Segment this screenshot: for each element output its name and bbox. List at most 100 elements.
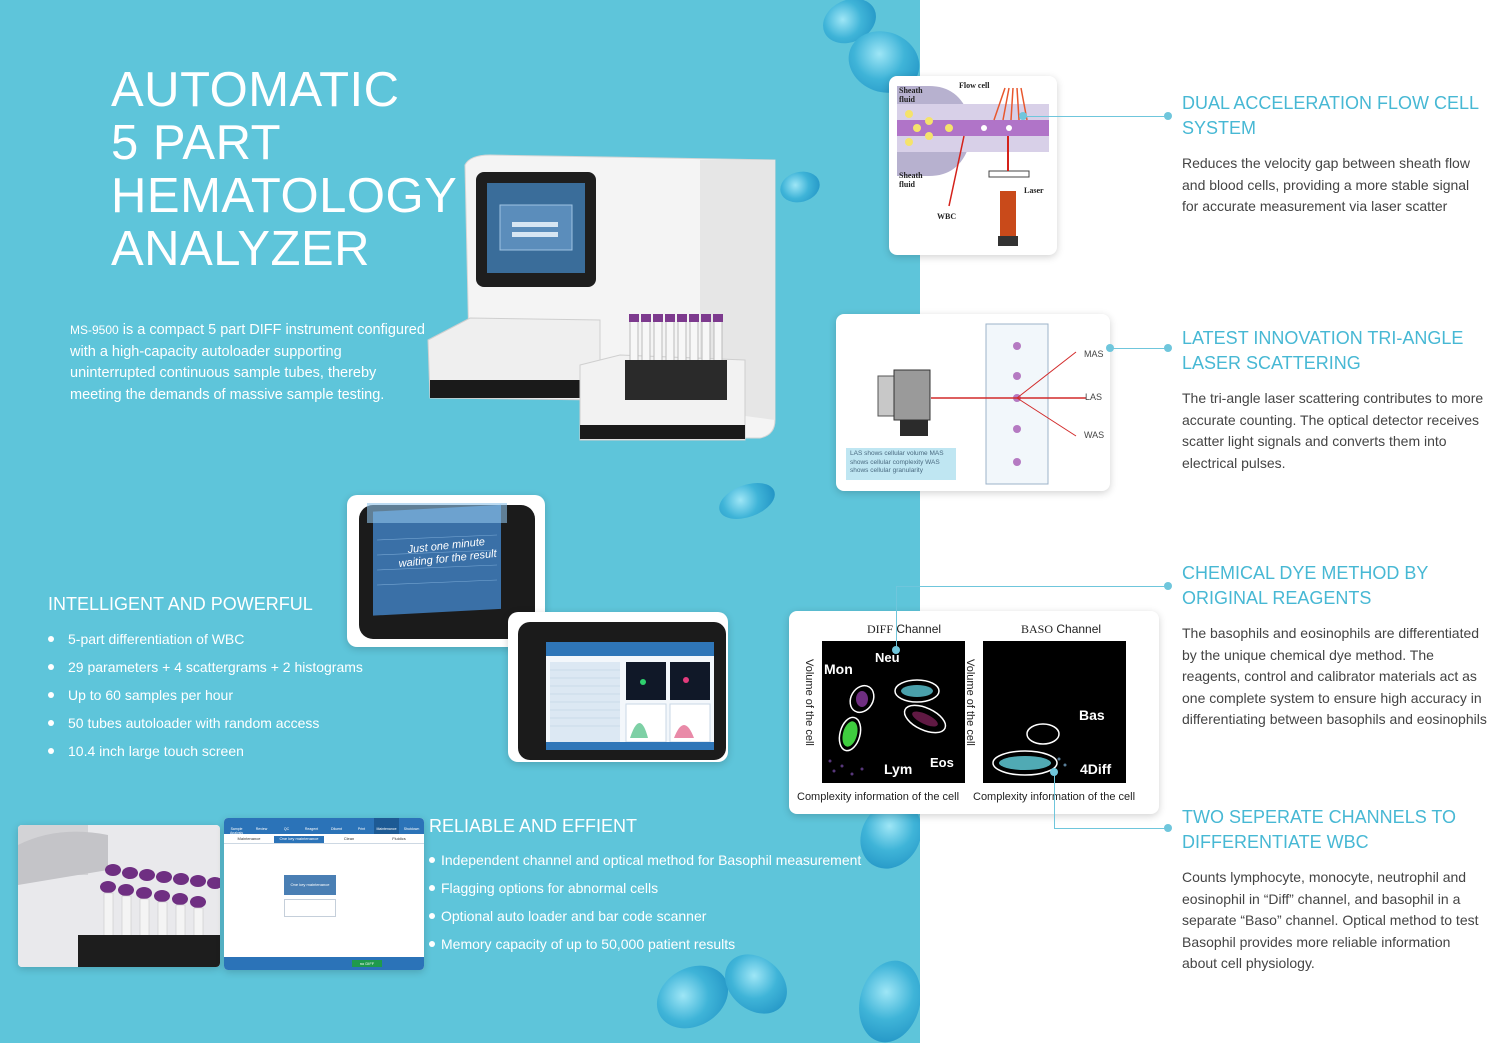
label-line: Sheath bbox=[899, 86, 923, 95]
toolbar-item[interactable]: Print bbox=[357, 827, 366, 831]
label-mas: MAS bbox=[1084, 349, 1104, 359]
list-item: 50 tubes autoloader with random access bbox=[48, 714, 363, 742]
connector-dot bbox=[1164, 344, 1172, 352]
list-item: Optional auto loader and bar code scanne… bbox=[429, 907, 861, 935]
list-item: Flagging options for abnormal cells bbox=[429, 879, 861, 907]
diff-title-word: DIFF bbox=[867, 622, 894, 636]
laser-caption: LAS shows cellular volume MAS shows cell… bbox=[846, 448, 956, 480]
connector-line bbox=[1023, 116, 1168, 117]
label-las: LAS bbox=[1085, 392, 1103, 402]
tube-rack-photo bbox=[18, 825, 220, 967]
feature-body-two-channels: Counts lymphocyte, monocyte, neutrophil … bbox=[1182, 869, 1479, 972]
label-mon: Mon bbox=[824, 661, 853, 677]
intelligent-section-title: INTELLIGENT AND POWERFUL bbox=[48, 594, 313, 614]
toolbar-item[interactable]: Reagent bbox=[304, 827, 319, 831]
baso-title-word: BASO bbox=[1021, 622, 1054, 636]
caption-line: LAS shows cellular volume MAS bbox=[850, 450, 944, 457]
diff-y-axis-label: Volume of the cell bbox=[803, 659, 815, 746]
intro-text: MS-9500 is a compact 5 part DIFF instrum… bbox=[70, 322, 425, 403]
blood-cell-decoration bbox=[776, 167, 824, 207]
feature-title-two-channels: TWO SEPERATE CHANNELS TO DIFFERENTIATE W… bbox=[1182, 807, 1457, 852]
label-line: fluid bbox=[899, 95, 916, 104]
list-item: 10.4 inch large touch screen bbox=[48, 742, 363, 770]
tab-maintenance[interactable]: Maintenance bbox=[237, 836, 261, 841]
list-item: 5-part differentiation of WBC bbox=[48, 630, 363, 658]
title-line: 5 PART bbox=[111, 116, 282, 170]
maintenance-toolbar: Sample Analysis Review QC Reagent Diluen… bbox=[224, 818, 424, 835]
connector-dot bbox=[1164, 582, 1172, 590]
blood-cell-decoration bbox=[714, 476, 780, 526]
label-wbc: WBC bbox=[937, 212, 957, 221]
tab-clean[interactable]: Clean bbox=[343, 836, 355, 841]
status-badge: no DIFF bbox=[352, 960, 382, 967]
diff-scatter-svg bbox=[828, 679, 947, 776]
one-key-maintenance-button[interactable]: One key maintenance bbox=[284, 875, 336, 895]
label-line: Sheath bbox=[899, 171, 923, 180]
tube-rack-illustration bbox=[18, 825, 220, 967]
laser-scattering-diagram: MAS LAS WAS LAS shows cellular volume MA… bbox=[836, 314, 1110, 491]
feature-body-chemical-dye: The basophils and eosinophils are differ… bbox=[1182, 625, 1487, 728]
toolbar-item[interactable]: Sample Analysis bbox=[229, 827, 244, 835]
baso-y-axis-label: Volume of the cell bbox=[964, 659, 976, 746]
channel-word: Channel bbox=[1056, 622, 1102, 636]
caption-line: shows cellular complexity WAS bbox=[850, 458, 940, 466]
toolbar-item[interactable]: QC bbox=[283, 827, 290, 831]
caption-line: shows cellular granularity bbox=[850, 467, 923, 474]
label-lym: Lym bbox=[884, 761, 913, 777]
connector-line bbox=[1054, 828, 1168, 829]
label-line: fluid bbox=[899, 180, 916, 189]
tablet-screen-illustration bbox=[359, 503, 535, 639]
connector-vertical bbox=[1054, 772, 1055, 828]
diff-channel-title: DIFF Channel bbox=[867, 622, 941, 637]
channel-word: Channel bbox=[896, 622, 942, 636]
scattergram-diagram: DIFF Channel BASO Channel Neu Mon Lym Eo… bbox=[789, 611, 1159, 814]
reliable-section-title: RELIABLE AND EFFIENT bbox=[429, 816, 638, 836]
blood-cell-decoration bbox=[645, 953, 740, 1041]
model-number: MS-9500 bbox=[70, 323, 119, 337]
baso-plot: Bas 4Diff bbox=[983, 641, 1126, 783]
list-item: Up to 60 samples per hour bbox=[48, 686, 363, 714]
list-item: Memory capacity of up to 50,000 patient … bbox=[429, 935, 861, 963]
blood-cell-decoration bbox=[850, 953, 920, 1043]
results-screen-illustration bbox=[518, 622, 726, 760]
connector-dot bbox=[892, 646, 900, 654]
title-line: HEMATOLOGY bbox=[111, 169, 458, 223]
list-item: 29 parameters + 4 scattergrams + 2 histo… bbox=[48, 658, 363, 686]
label-flow-cell: Flow cell bbox=[959, 81, 990, 90]
tab-one-key-maintenance[interactable]: One key maintenance bbox=[274, 836, 324, 843]
label-neu: Neu bbox=[875, 650, 900, 665]
feature-title-chemical-dye: CHEMICAL DYE METHOD BY ORIGINAL REAGENTS bbox=[1182, 563, 1429, 608]
label-bas: Bas bbox=[1079, 707, 1105, 723]
laser-illustration bbox=[877, 323, 1086, 485]
title-line: ANALYZER bbox=[111, 222, 371, 276]
label-4diff: 4Diff bbox=[1080, 761, 1112, 777]
connector-dot bbox=[1050, 768, 1058, 776]
maintenance-statusbar: no DIFF bbox=[224, 957, 424, 970]
feature-body-flow-cell: Reduces the velocity gap between sheath … bbox=[1182, 155, 1470, 215]
screen-card-results bbox=[508, 612, 728, 762]
feature-title-flow-cell: DUAL ACCELERATION FLOW CELL SYSTEM bbox=[1182, 93, 1479, 138]
tab-fluidics[interactable]: Fluidics bbox=[392, 836, 406, 841]
label-eos: Eos bbox=[930, 755, 954, 770]
toolbar-item[interactable]: Shutdown bbox=[403, 827, 420, 831]
toolbar-item[interactable]: Maintenance bbox=[374, 818, 399, 834]
main-title: AUTOMATIC 5 PART HEMATOLOGY ANALYZER bbox=[111, 64, 457, 276]
label-was: WAS bbox=[1084, 430, 1105, 440]
empty-field[interactable] bbox=[284, 899, 336, 917]
intelligent-list: 5-part differentiation of WBC 29 paramet… bbox=[48, 630, 363, 770]
maintenance-screen-card: Sample Analysis Review QC Reagent Diluen… bbox=[224, 818, 424, 970]
label-sheath-fluid-top: Sheath fluid bbox=[899, 86, 923, 104]
list-item: Independent channel and optical method f… bbox=[429, 851, 861, 879]
feature-body-laser: The tri-angle laser scattering contribut… bbox=[1182, 390, 1484, 471]
connector-line bbox=[896, 586, 1168, 587]
label-sheath-fluid-bottom: Sheath fluid bbox=[899, 171, 923, 189]
connector-vertical bbox=[896, 586, 897, 650]
baso-channel-title: BASO Channel bbox=[1021, 622, 1101, 637]
toolbar-item[interactable]: Diluent bbox=[331, 827, 342, 831]
connector-dot bbox=[1164, 112, 1172, 120]
toolbar-item[interactable]: Review bbox=[255, 827, 268, 831]
diff-plot: Neu Mon Lym Eos bbox=[822, 641, 965, 783]
diff-x-axis-label: Complexity information of the cell bbox=[797, 791, 960, 803]
baso-scatter-svg bbox=[992, 723, 1067, 776]
title-line: AUTOMATIC bbox=[111, 63, 400, 117]
